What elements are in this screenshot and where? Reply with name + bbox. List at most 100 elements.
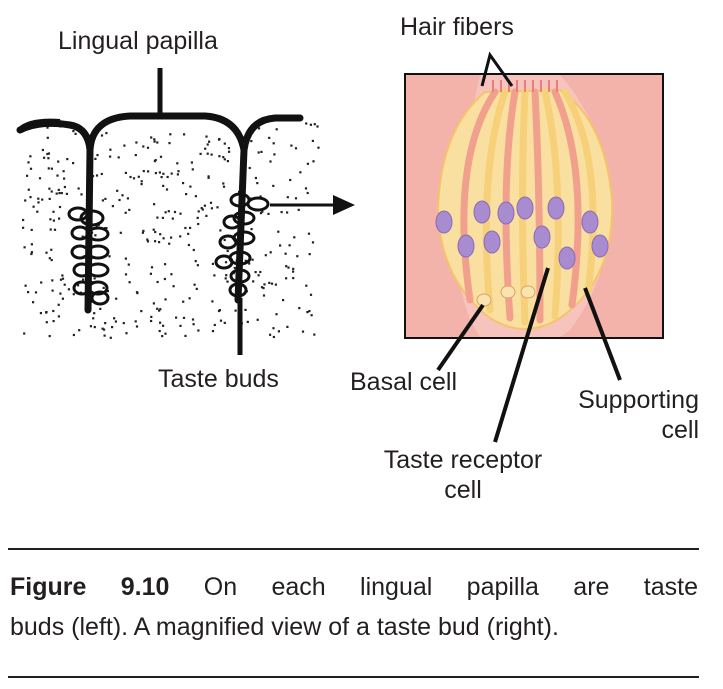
stipple-dot: [268, 281, 271, 284]
stipple-dot: [309, 293, 313, 296]
stipple-dot: [179, 235, 182, 238]
stipple-dot: [159, 233, 162, 236]
stipple-dot: [22, 218, 25, 222]
stipple-dot: [52, 210, 55, 213]
stipple-dot: [308, 310, 311, 313]
stipple-dot: [262, 287, 265, 290]
stipple-dot: [166, 175, 169, 179]
stipple-dot: [301, 330, 305, 333]
stipple-dot: [219, 319, 223, 322]
label-supporting-cell-line2: cell: [661, 416, 699, 444]
stipple-dot: [226, 280, 229, 283]
stipple-dot: [65, 192, 68, 195]
stipple-dot: [244, 259, 247, 262]
stipple-dot: [294, 147, 298, 150]
stipple-dot: [152, 302, 155, 305]
stipple-dot: [63, 177, 66, 180]
stipple-dot: [188, 297, 191, 300]
stipple-dot: [195, 287, 198, 290]
stipple-dot: [233, 266, 236, 270]
stipple-dot: [47, 167, 50, 170]
stipple-dot: [77, 284, 80, 287]
stipple-dot: [156, 216, 159, 219]
stipple-dot: [177, 170, 180, 173]
papilla-outline: [16, 112, 304, 314]
stipple-dot: [272, 327, 275, 330]
stipple-dot: [49, 218, 52, 221]
stipple-dot: [129, 175, 132, 179]
stipple-dot: [140, 310, 143, 313]
stipple-dot: [58, 217, 61, 220]
stipple-dot: [310, 314, 313, 317]
stipple-dot: [189, 185, 192, 188]
stipple-dot: [96, 154, 99, 157]
stipple-dot: [184, 334, 187, 337]
stipple-dot: [135, 141, 138, 144]
stipple-dot: [134, 320, 137, 323]
stipple-dot: [66, 158, 69, 161]
stipple-dot: [275, 128, 278, 131]
stipple-dot: [311, 139, 314, 142]
stipple-dot: [259, 212, 263, 215]
stipple-dot: [289, 178, 292, 182]
stipple-dot: [45, 321, 48, 324]
stipple-dot: [32, 301, 35, 304]
stipple-dot: [306, 191, 309, 195]
stipple-dot: [154, 172, 157, 175]
stipple-dot: [52, 309, 55, 313]
stipple-dot: [57, 188, 60, 191]
taste-bud-coils-right: [214, 192, 270, 298]
stipple-dot: [72, 333, 75, 337]
stipple-dot: [260, 286, 264, 289]
stipple-dot: [164, 211, 167, 214]
stipple-dot: [134, 154, 137, 157]
stipple-dot: [234, 309, 237, 312]
magnified-taste-bud: [404, 73, 664, 339]
stipple-dot: [158, 241, 161, 244]
stipple-dot: [50, 167, 53, 170]
label-taste-receptor-cell: Taste receptor cell: [358, 445, 568, 505]
stipple-dot: [115, 297, 118, 300]
stipple-dot: [226, 160, 229, 163]
stipple-dot: [288, 244, 291, 247]
stipple-dot: [158, 171, 161, 174]
stipple-dot: [267, 212, 270, 215]
stipple-dot: [150, 319, 153, 323]
stipple-dot: [316, 125, 319, 128]
stipple-dot: [61, 274, 64, 277]
stipple-dot: [304, 187, 308, 190]
stipple-dot: [218, 155, 221, 158]
label-hair-fibers: Hair fibers: [400, 13, 514, 41]
stipple-dot: [292, 277, 295, 280]
stipple-dot: [45, 251, 48, 254]
stipple-dot: [156, 307, 159, 310]
stipple-dot: [154, 230, 157, 234]
stipple-dot: [171, 217, 174, 220]
stipple-dot: [308, 253, 311, 256]
stipple-dot: [172, 285, 175, 288]
label-taste-receptor-line1: Taste receptor: [383, 446, 543, 474]
stipple-dot: [49, 228, 52, 231]
stipple-dot: [256, 318, 259, 321]
stipple-dot: [105, 227, 108, 230]
stipple-dot: [122, 322, 125, 325]
basal-cell-pointer: [436, 303, 485, 372]
stipple-dot: [248, 166, 251, 170]
stipple-dot: [150, 266, 154, 269]
stipple-dot: [27, 291, 30, 294]
stipple-dot: [74, 132, 77, 135]
stipple-dot: [213, 274, 216, 277]
supporting-cell-pointer: [583, 287, 622, 381]
stipple-dot: [51, 279, 54, 282]
stipple-dot: [185, 193, 188, 196]
stipple-dot: [160, 176, 163, 179]
stipple-dot: [176, 162, 179, 165]
stipple-dot: [218, 138, 221, 141]
stipple-dot: [277, 230, 280, 233]
stipple-dot: [286, 325, 289, 328]
stipple-dot: [194, 260, 197, 263]
stipple-dot: [273, 153, 276, 156]
stipple-dot: [168, 142, 171, 145]
stipple-dot: [29, 196, 32, 199]
stipple-dot: [126, 197, 129, 200]
